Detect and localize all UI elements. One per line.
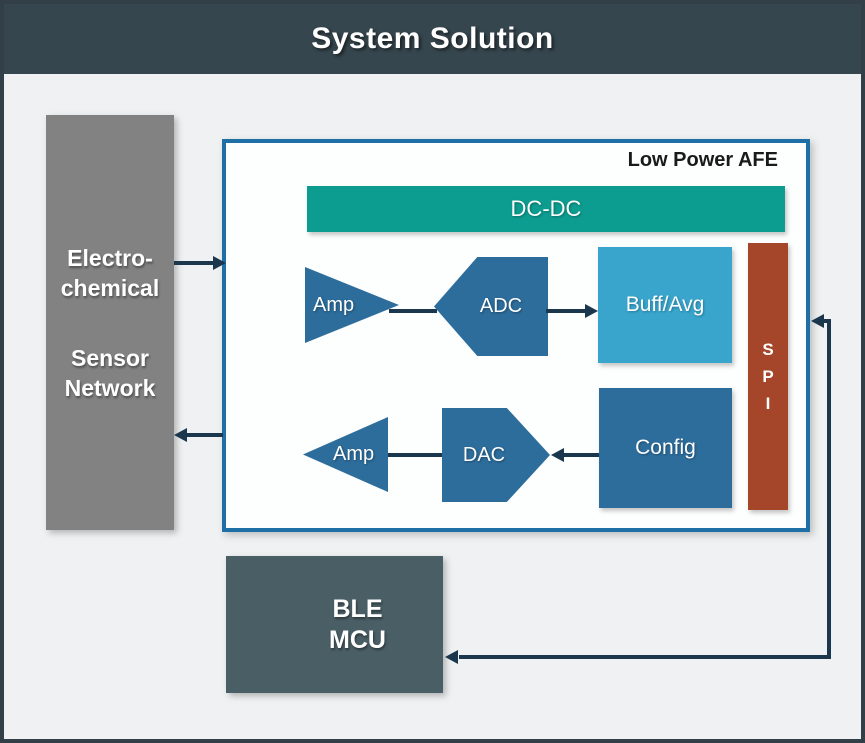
dac-block: DAC	[442, 408, 550, 502]
arrow-afe-to-sensor-head	[174, 428, 187, 442]
buff-avg-label: Buff/Avg	[625, 293, 705, 316]
afe-title: Low Power AFE	[627, 149, 778, 171]
arrow-into-mcu-head	[445, 650, 458, 664]
sensor-network-block: Electro- chemical Sensor Network	[46, 115, 174, 530]
sensor-label-line4: Network	[64, 374, 156, 401]
arrow-adc-to-buff-head	[585, 304, 598, 318]
arrow-afe-to-sensor-line	[187, 433, 223, 437]
spi-block: S P I	[748, 243, 788, 510]
afe-mcu-link-bottom-segment	[459, 655, 831, 659]
config-block: Config	[599, 388, 732, 508]
arrow-sensor-to-afe-head	[213, 256, 226, 270]
dac-label: DAC	[462, 443, 506, 466]
dcdc-block: DC-DC	[307, 186, 785, 232]
sensor-label-line2: chemical	[60, 274, 160, 301]
config-label: Config	[635, 436, 696, 459]
arrow-config-to-dac-head	[551, 448, 564, 462]
arrow-into-afe-spi-head	[811, 314, 824, 328]
amp-bottom-triangle: Amp	[303, 417, 388, 492]
sensor-label-line3: Sensor	[71, 344, 149, 371]
sensor-label-line1: Electro-	[67, 244, 153, 271]
spi-letter-p: P	[762, 366, 774, 386]
low-power-afe-box: Low Power AFE DC-DC Amp ADC Buff/Avg Con…	[222, 139, 810, 532]
buff-avg-block: Buff/Avg	[598, 247, 732, 363]
connector-dac-to-amp	[388, 453, 442, 457]
arrow-config-to-dac-line	[564, 453, 599, 457]
arrow-adc-to-buff-line	[546, 309, 586, 313]
arrow-sensor-to-afe-line	[174, 261, 216, 265]
amp-top-triangle: Amp	[305, 267, 399, 343]
page-title: System Solution	[311, 22, 554, 55]
mcu-label-line2: MCU	[329, 625, 386, 654]
spi-letter-s: S	[762, 339, 774, 359]
connector-amp-to-adc	[389, 309, 437, 313]
afe-mcu-link-vertical-segment	[827, 319, 831, 659]
spi-letter-i: I	[765, 393, 771, 413]
mcu-label-line1: BLE	[332, 594, 383, 623]
adc-label: ADC	[479, 295, 523, 317]
title-bar: System Solution	[4, 4, 861, 74]
amp-bottom-label: Amp	[333, 443, 375, 465]
amp-top-label: Amp	[313, 293, 355, 316]
adc-block: ADC	[434, 257, 548, 356]
ble-mcu-block: BLE MCU	[226, 556, 443, 693]
dcdc-label: DC-DC	[510, 196, 582, 221]
